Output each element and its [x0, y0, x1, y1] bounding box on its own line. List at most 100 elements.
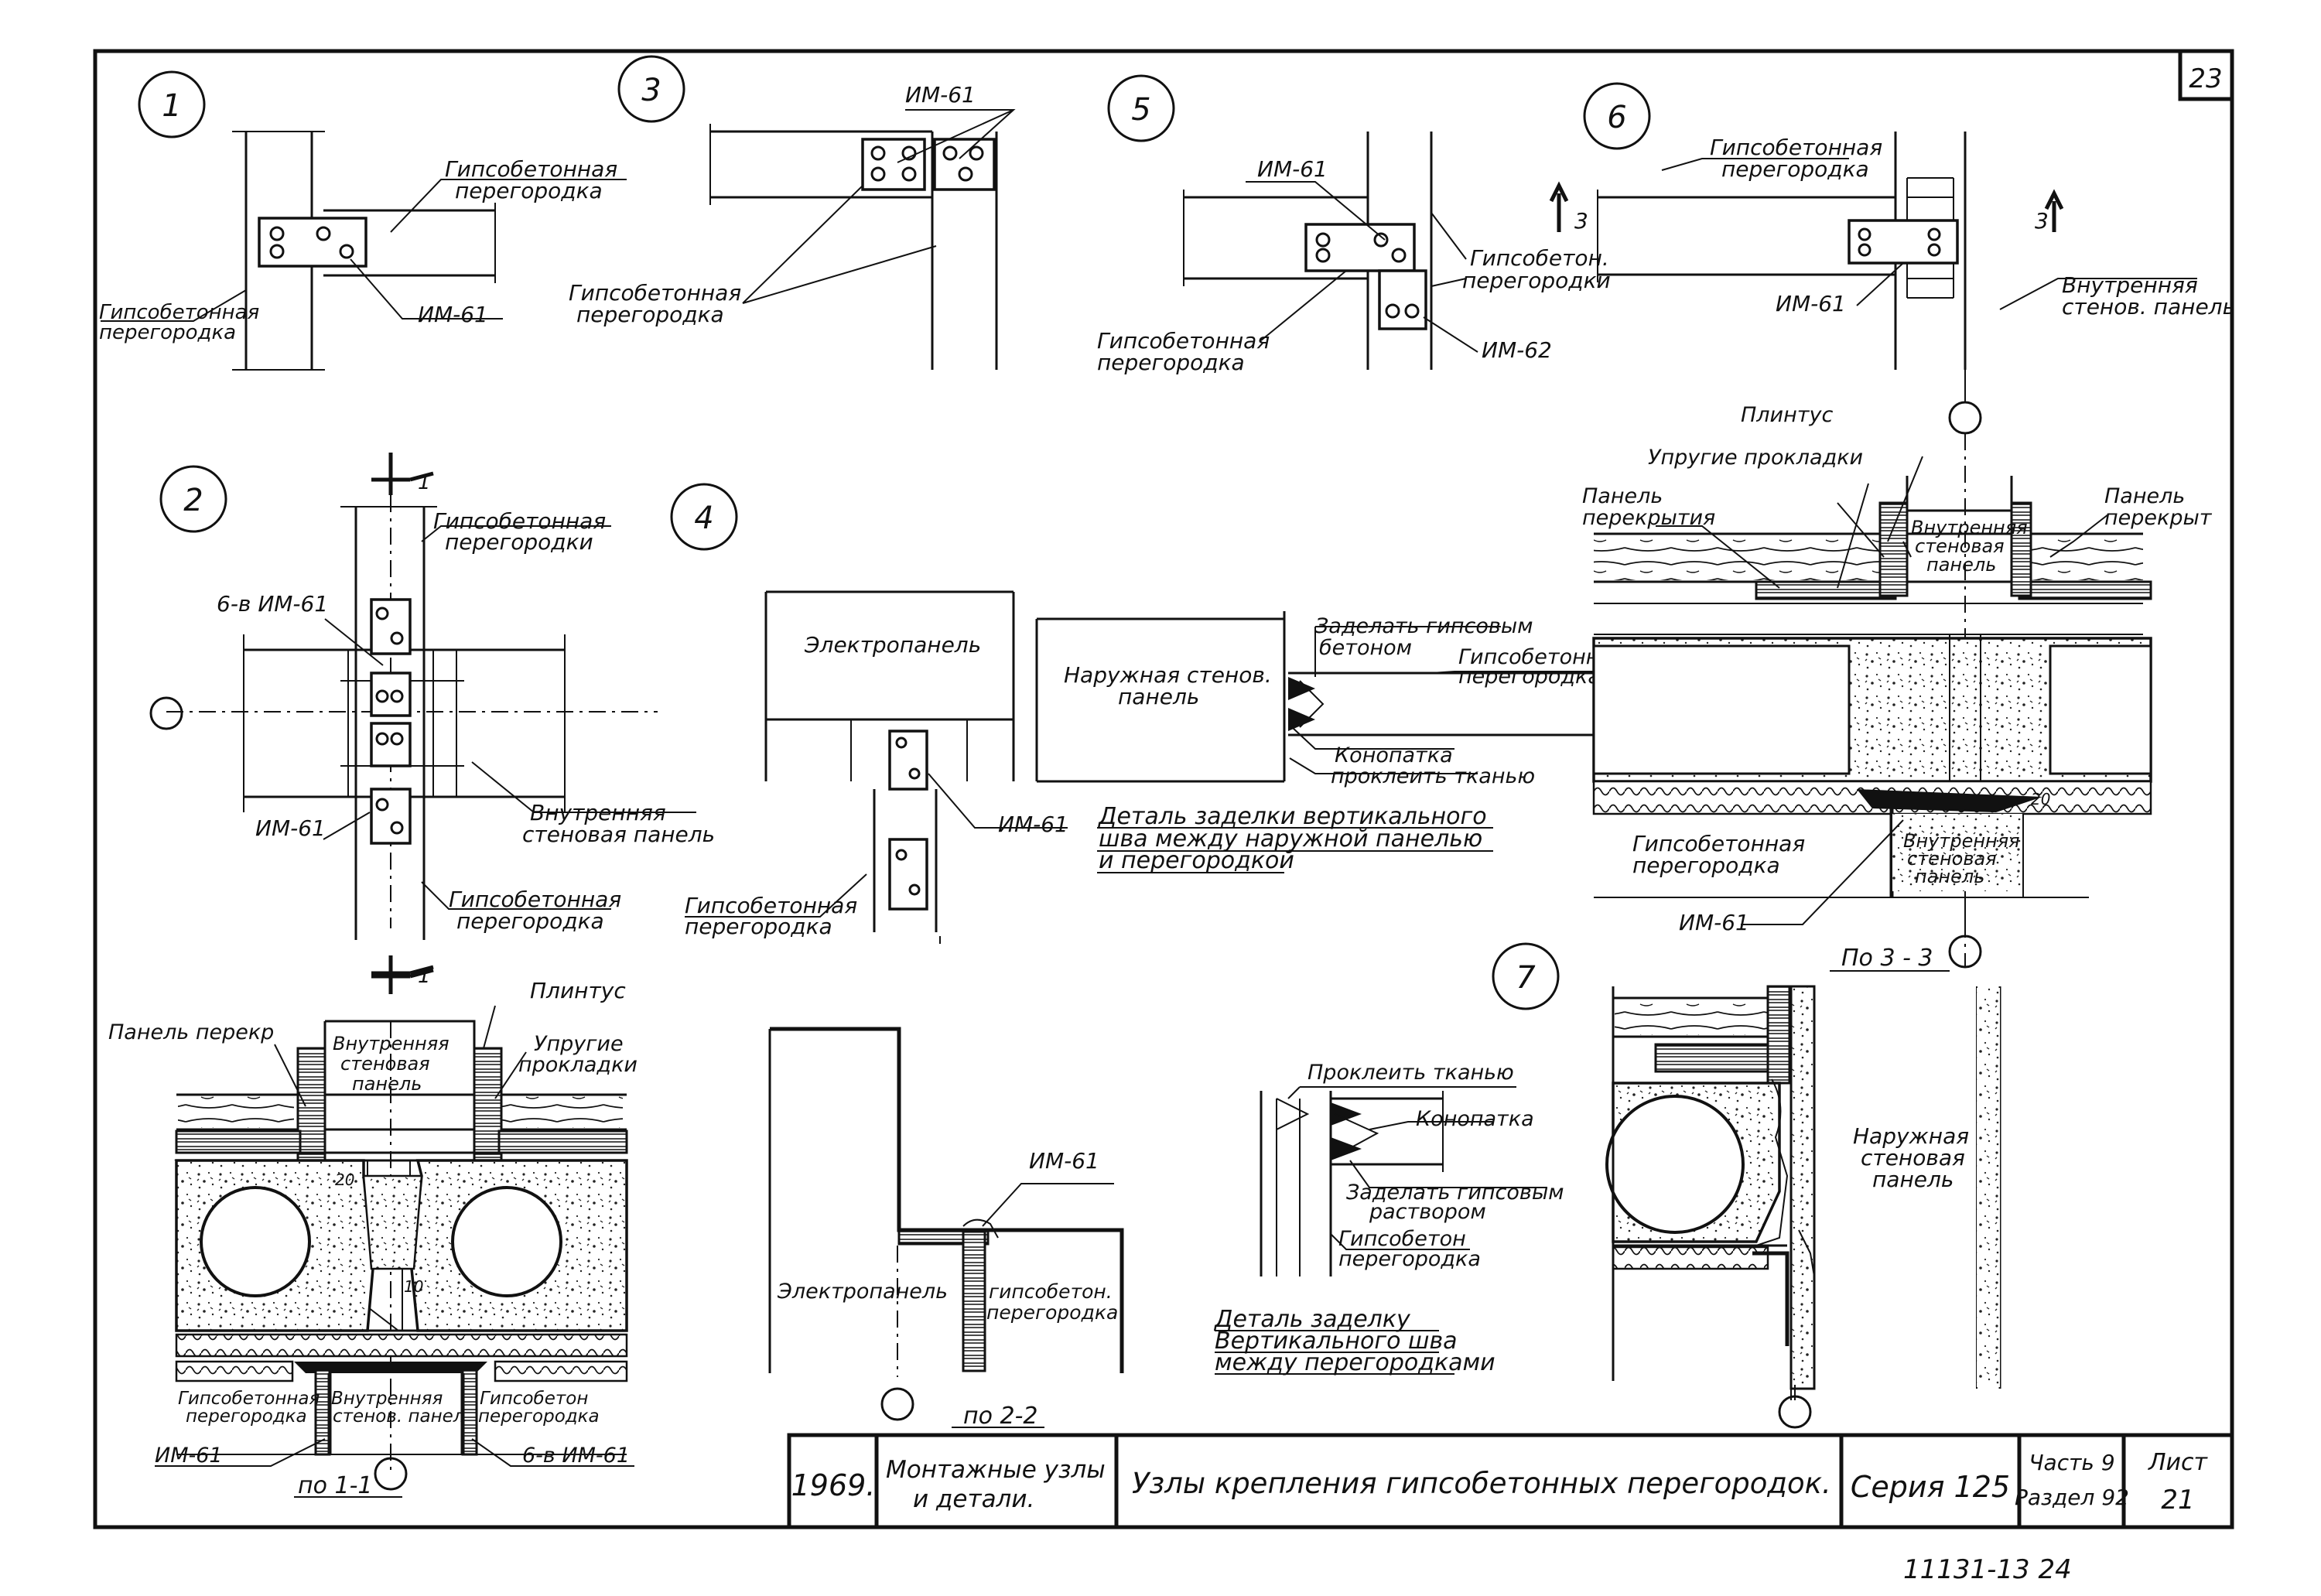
detail-2: 2 [149, 453, 941, 990]
detail-3: 3 [617, 55, 1016, 370]
detail-5: 5 [1107, 74, 1478, 370]
label-partition: перегородка [1632, 853, 1780, 878]
section-caption: По 3 - 3 [1841, 945, 1933, 972]
cut-marker: 3 [1574, 208, 1588, 234]
label-partition: Гипсобетонная [178, 1389, 320, 1409]
label-outer-panel: Наружная стенов. [1064, 662, 1272, 688]
detail-1: 1 [101, 70, 627, 371]
dimension: 20 [2031, 790, 2050, 808]
label-partition: перегородки [1462, 268, 1611, 293]
detail-number-circle [138, 70, 206, 138]
detail-7: 7 [1215, 942, 1560, 1375]
title-part: Часть 9 [2029, 1450, 2114, 1475]
detail-number: 3 [641, 73, 661, 108]
clip-plate [258, 217, 367, 268]
label-inner-panel: Внутренняя [1903, 830, 2020, 852]
label-partition: Гипсобетон [480, 1389, 588, 1409]
label-partition: перегородка [186, 1406, 307, 1427]
section-1-1 [155, 959, 634, 1498]
caption: Деталь заделки вертикального [1097, 803, 1487, 830]
label-fill: Заделать гипсовым [1315, 614, 1533, 638]
label-partition: Гипсобетонная [99, 301, 259, 324]
detail-7-section [1605, 985, 2001, 1429]
detail-number: 6 [1607, 100, 1626, 135]
label-clip: ИМ-61 [998, 812, 1068, 837]
label-inner-panel: стеновая [1915, 535, 2005, 557]
label-partition: перегородка [478, 1406, 600, 1427]
detail-6: 6 [1549, 82, 2197, 435]
label-inner-panel: Внутренняя [530, 800, 666, 825]
label-partition: Гипсобетонная [433, 508, 606, 534]
label-floor-panel: Панель [1582, 484, 1663, 508]
label-floor-panel: перекрыт [2104, 506, 2213, 530]
cut-marker: 1 [418, 471, 431, 494]
label-partition: перегородки [445, 529, 593, 555]
label-partition: Гипсобетонная [1632, 831, 1805, 856]
label-inner-panel: панель [1926, 554, 1996, 576]
dimension: 10 [404, 1277, 423, 1296]
label-fill: раствором [1369, 1200, 1486, 1224]
section-caption: по 1-1 [298, 1472, 373, 1499]
title-section-name: и детали. [913, 1485, 1034, 1513]
detail-number: 2 [183, 483, 203, 518]
label-outer-panel: Наружная [1853, 1123, 1969, 1149]
title-section-name: Монтажные узлы [886, 1456, 1106, 1484]
label-clip: ИМ-61 [418, 302, 488, 327]
label-baseboard: Плинтус [530, 978, 626, 1003]
label-inner-panel: панель [1915, 866, 1984, 887]
label-partition: Гипсобетонная [685, 893, 857, 918]
label-floor-panel: перекрытия [1582, 506, 1715, 530]
label-partition: гипсобетон. [989, 1280, 1113, 1303]
label-partition: перегородка [1458, 665, 1601, 689]
label-inner-panel: стенов. панел [333, 1406, 465, 1427]
label-fill: бетоном [1319, 636, 1412, 660]
caption: Деталь заделку [1213, 1306, 1411, 1333]
label-pads: Упругие прокладки [1648, 446, 1863, 470]
caption: шва между наружной панелью [1099, 825, 1482, 853]
label-partition: перегородка [456, 908, 604, 934]
label-caulk: Конопатка [1416, 1107, 1534, 1131]
label-electro-panel: Электропанель [804, 632, 981, 658]
label-baseboard: Плинтус [1741, 403, 1833, 427]
detail-number: 4 [694, 501, 713, 536]
label-partition: Гипсобетонная [445, 156, 617, 182]
label-clip: ИМ-61 [255, 815, 326, 841]
section-3-3 [1592, 433, 2152, 972]
cut-marker: 3 [2035, 208, 2049, 234]
label-partition: перегородка [576, 302, 724, 327]
label-inner-panel: Внутренняя [331, 1389, 443, 1409]
label-outer-panel: стеновая [1861, 1145, 1965, 1171]
label-partition: Гипсобетонная [1710, 135, 1882, 160]
label-clip: ИМ-62 [1482, 337, 1552, 363]
title-year: 1969. [791, 1468, 876, 1502]
label-partition: перегородка [99, 321, 236, 344]
title-main: Узлы крепления гипсобетонных перегородок… [1132, 1467, 1831, 1500]
caption: и перегородкой [1099, 847, 1294, 874]
cut-marker: 1 [418, 965, 431, 988]
label-outer-panel: панель [1118, 684, 1199, 709]
caption: между перегородками [1215, 1349, 1495, 1376]
label-pads: Упругие [534, 1032, 624, 1056]
label-inner-panel: Внутренняя [1911, 517, 2028, 538]
title-division: Раздел 92 [2015, 1485, 2129, 1510]
label-electro-panel: Электропанель [777, 1280, 948, 1304]
title-sheet-label: Лист [2148, 1449, 2209, 1476]
detail-number: 7 [1516, 960, 1536, 996]
label-floor-panel: Панель перекр [108, 1020, 274, 1044]
label-partition: Гипсобетон. [1470, 245, 1609, 271]
section-2-2 [768, 1027, 1124, 1428]
label-partition: Гипсобетонная [449, 887, 621, 912]
label-partition: Гипсобетонная [1097, 328, 1270, 354]
label-clip: ИМ-61 [155, 1444, 223, 1468]
label-outer-panel: панель [1872, 1167, 1954, 1192]
label-clips-count: 6-в ИМ-61 [217, 591, 328, 617]
label-pads: прокладки [518, 1053, 638, 1077]
label-inner-panel: стеновая [1907, 848, 1997, 870]
label-glue: проклеить тканью [1331, 764, 1535, 788]
label-partition: перегородка [1097, 350, 1245, 375]
label-fill: Заделать гипсовым [1346, 1181, 1564, 1205]
label-partition: перегородка [455, 178, 603, 203]
title-block [787, 1433, 2234, 1529]
label-partition: перегородка [685, 914, 832, 939]
